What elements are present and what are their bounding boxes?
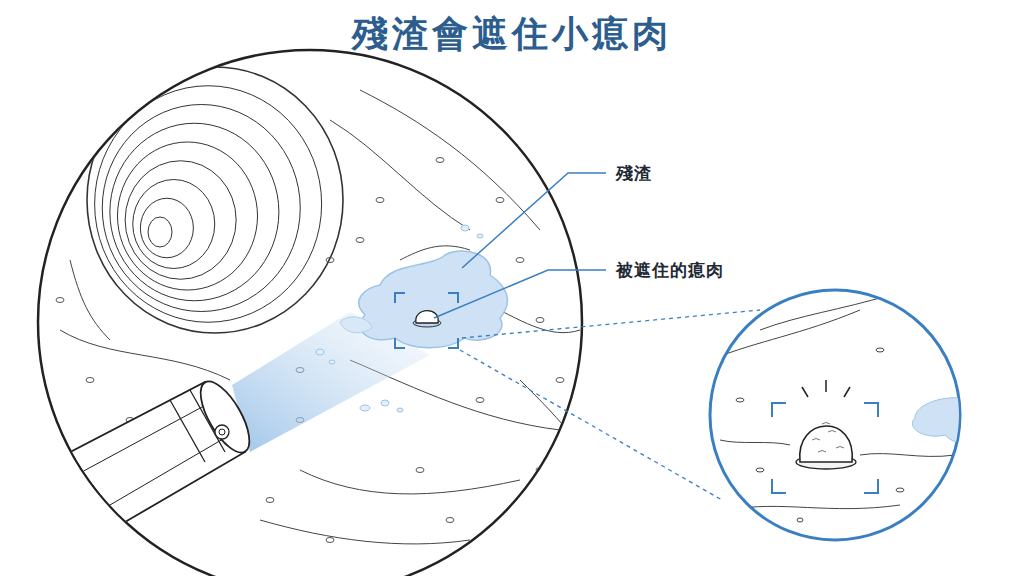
mucosa-bump — [416, 468, 424, 473]
mucosa-bump — [376, 198, 384, 203]
tunnel-ring — [125, 161, 236, 280]
zoom-detail — [710, 295, 962, 522]
tunnel-ring — [118, 142, 258, 290]
mucosa-bump — [446, 518, 454, 523]
tunnel-ring — [133, 180, 215, 269]
mucosa-bump — [516, 258, 524, 263]
focus-brackets — [395, 293, 458, 348]
title: 殘渣會遮住小瘜肉 — [0, 10, 1024, 59]
callout-label: 被遮住的瘜肉 — [614, 259, 726, 282]
tunnel-ring — [140, 198, 193, 258]
tunnel-ring — [87, 67, 343, 333]
mucosa-bump — [326, 538, 334, 543]
mucosa-bump — [56, 298, 64, 303]
tunnel-ring — [148, 217, 172, 247]
hidden-polyp — [413, 311, 441, 327]
residue — [359, 251, 508, 348]
mucosa-bump — [266, 498, 274, 503]
mucosa-bump — [86, 378, 94, 383]
mucosa-bump — [476, 398, 484, 403]
callout-label: 殘渣 — [614, 162, 654, 185]
mucosa-bump — [496, 198, 504, 203]
tunnel-ring — [95, 86, 322, 323]
mucosa-bump — [356, 238, 364, 243]
mucosa-bump — [326, 258, 334, 263]
mucosa-bump — [536, 468, 544, 473]
mucosa-bump — [556, 378, 564, 383]
tunnel-rings — [87, 67, 343, 333]
endoscope — [20, 374, 259, 560]
tunnel-ring — [102, 105, 300, 312]
residue — [340, 317, 372, 333]
colon-interior — [20, 67, 580, 560]
leader-lines — [434, 173, 606, 318]
droplets — [316, 225, 483, 412]
mucosa-bump — [536, 318, 544, 323]
tunnel-ring — [110, 123, 279, 301]
mucosa-bump — [436, 158, 444, 163]
